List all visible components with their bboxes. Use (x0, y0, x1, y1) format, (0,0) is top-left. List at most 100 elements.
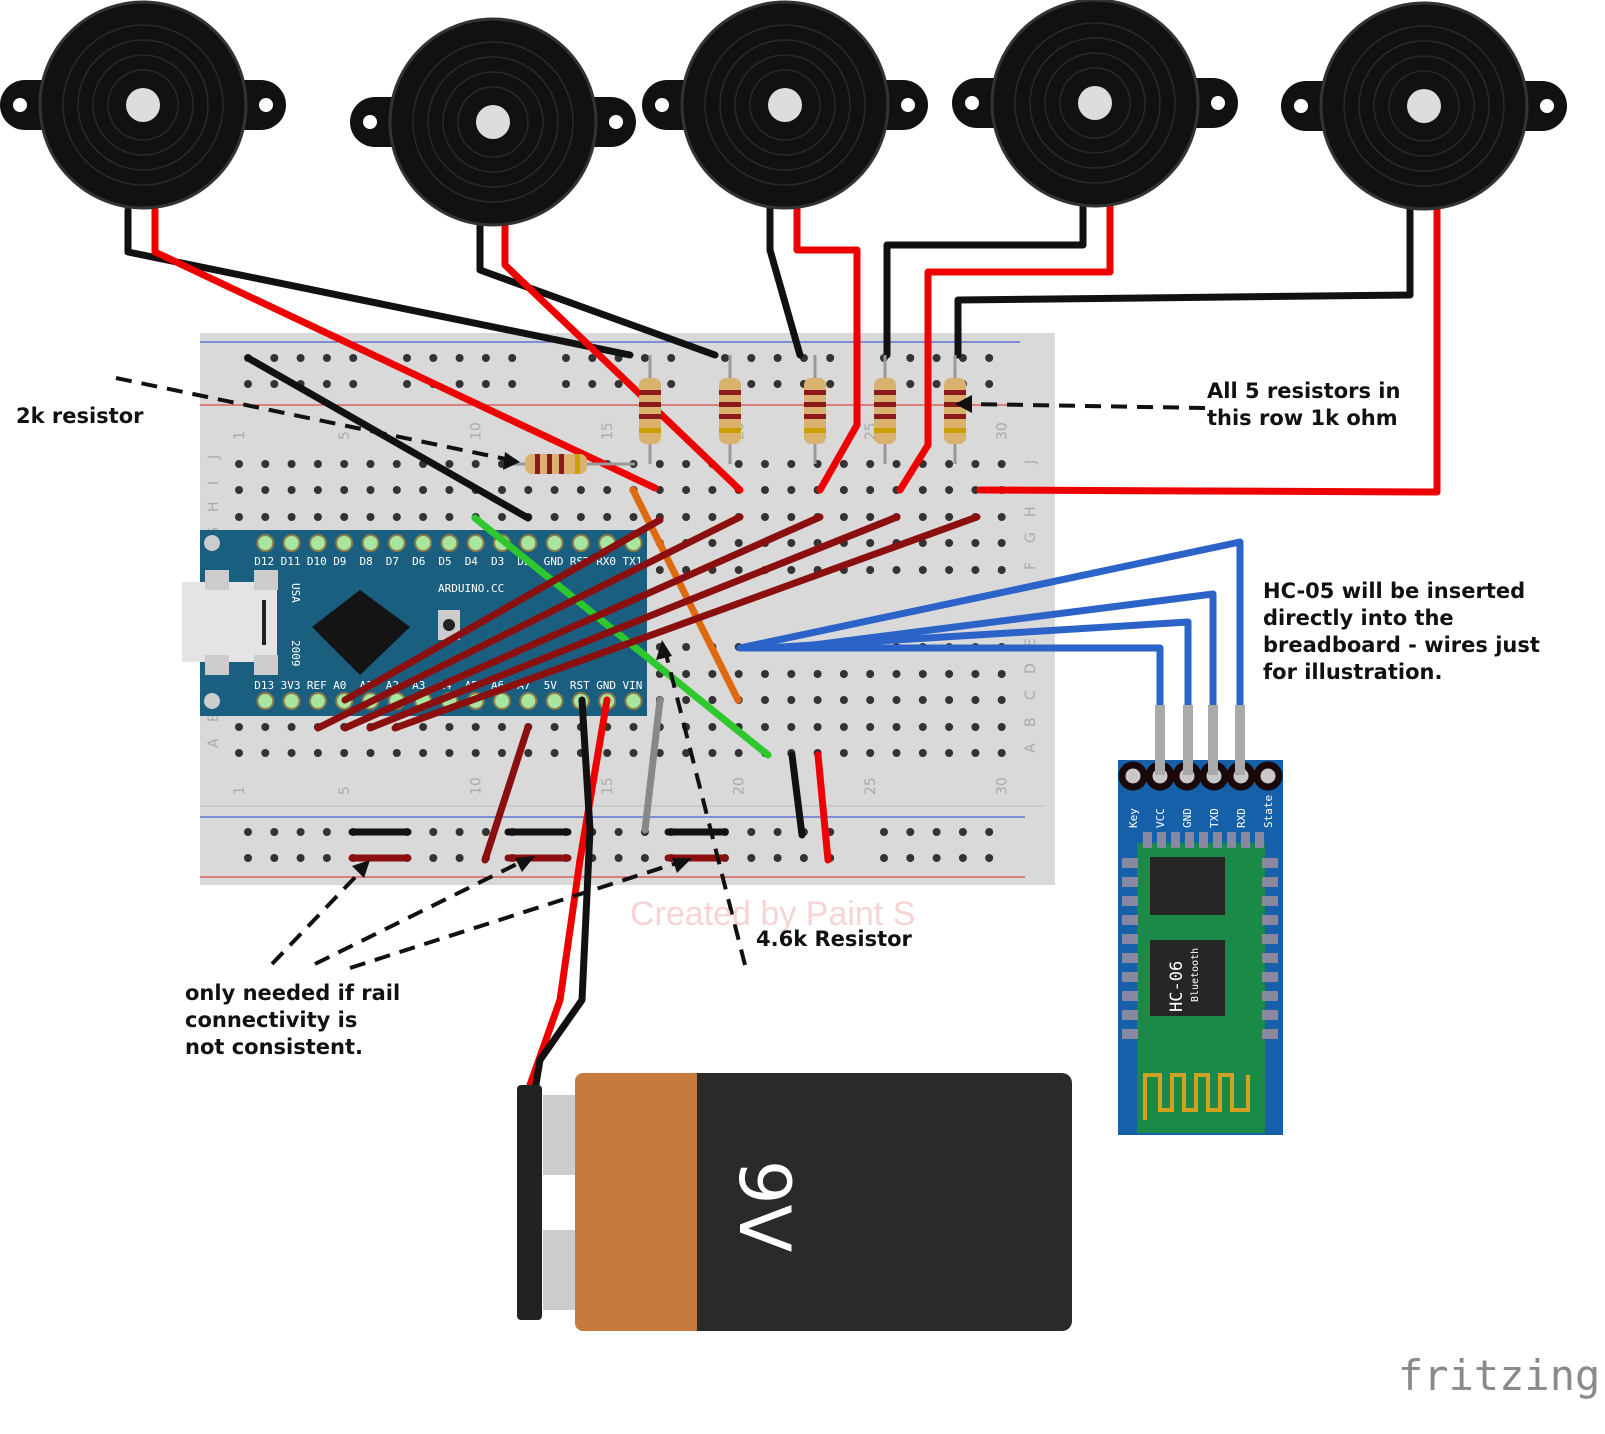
rail-hole[interactable] (455, 380, 464, 388)
breadboard-hole[interactable] (892, 696, 901, 704)
breadboard-hole[interactable] (734, 670, 743, 678)
breadboard-hole[interactable] (682, 696, 691, 704)
rail-hole[interactable] (667, 380, 676, 388)
breadboard-hole[interactable] (761, 460, 769, 468)
breadboard-hole[interactable] (866, 460, 875, 468)
breadboard-hole[interactable] (629, 513, 638, 521)
wire[interactable] (896, 196, 1114, 494)
breadboard-hole[interactable] (392, 486, 401, 494)
arduino-pin[interactable] (335, 534, 354, 552)
arduino-pin[interactable] (387, 534, 406, 552)
breadboard-hole[interactable] (839, 486, 848, 494)
rail-hole[interactable] (958, 828, 967, 836)
breadboard-hole[interactable] (498, 486, 506, 494)
breadboard-hole[interactable] (997, 539, 1006, 547)
breadboard-hole[interactable] (813, 670, 822, 678)
rail-hole[interactable] (880, 828, 888, 836)
breadboard-hole[interactable] (945, 566, 954, 574)
breadboard-hole[interactable] (655, 566, 664, 574)
breadboard-hole[interactable] (550, 513, 559, 521)
rail-hole[interactable] (614, 380, 623, 388)
breadboard-hole[interactable] (997, 513, 1006, 521)
rail-hole[interactable] (906, 828, 915, 836)
breadboard-hole[interactable] (708, 723, 717, 731)
breadboard-hole[interactable] (682, 460, 691, 468)
rail-hole[interactable] (932, 854, 941, 862)
breadboard-hole[interactable] (366, 486, 375, 494)
rail-hole[interactable] (508, 380, 517, 388)
breadboard-hole[interactable] (945, 749, 954, 757)
rail-hole[interactable] (481, 380, 490, 388)
wire[interactable] (314, 513, 744, 732)
breadboard-hole[interactable] (603, 486, 612, 494)
breadboard-hole[interactable] (839, 723, 848, 731)
breadboard-hole[interactable] (629, 723, 638, 731)
breadboard-hole[interactable] (445, 723, 454, 731)
breadboard-hole[interactable] (945, 460, 954, 468)
breadboard-hole[interactable] (287, 460, 296, 468)
rail-hole[interactable] (747, 354, 756, 362)
breadboard-hole[interactable] (682, 749, 691, 757)
breadboard-hole[interactable] (866, 670, 875, 678)
breadboard-hole[interactable] (813, 696, 822, 704)
breadboard-hole[interactable] (997, 460, 1006, 468)
breadboard-hole[interactable] (866, 566, 875, 574)
breadboard-hole[interactable] (866, 539, 875, 547)
rail-hole[interactable] (773, 354, 782, 362)
rail-hole[interactable] (826, 354, 835, 362)
arduino-pin[interactable] (361, 534, 380, 552)
rail-hole[interactable] (747, 380, 756, 388)
breadboard-hole[interactable] (445, 460, 454, 468)
breadboard-hole[interactable] (313, 460, 322, 468)
breadboard-hole[interactable] (945, 513, 954, 521)
breadboard-hole[interactable] (524, 749, 533, 757)
wire[interactable] (476, 221, 719, 359)
breadboard-hole[interactable] (629, 749, 638, 757)
resistor-1k[interactable] (639, 378, 661, 444)
breadboard-hole[interactable] (655, 460, 664, 468)
breadboard-hole[interactable] (366, 749, 375, 757)
hc05-pin[interactable] (1118, 761, 1148, 791)
breadboard-hole[interactable] (550, 486, 559, 494)
rail-hole[interactable] (349, 380, 358, 388)
arduino-pin[interactable] (545, 692, 564, 710)
breadboard-hole[interactable] (945, 539, 954, 547)
breadboard-hole[interactable] (708, 513, 717, 521)
rail-hole[interactable] (481, 828, 490, 836)
rail-hole[interactable] (958, 854, 967, 862)
rail-hole[interactable] (985, 354, 994, 362)
breadboard-hole[interactable] (866, 723, 875, 731)
breadboard-hole[interactable] (945, 670, 954, 678)
rail-hole[interactable] (296, 854, 305, 862)
breadboard-hole[interactable] (313, 749, 322, 757)
breadboard-hole[interactable] (997, 749, 1006, 757)
rail-hole[interactable] (403, 380, 411, 388)
breadboard-hole[interactable] (708, 696, 717, 704)
breadboard-hole[interactable] (971, 460, 980, 468)
breadboard-hole[interactable] (366, 460, 375, 468)
breadboard-hole[interactable] (445, 513, 454, 521)
breadboard-hole[interactable] (734, 749, 743, 757)
rail-hole[interactable] (906, 380, 915, 388)
rail-hole[interactable] (747, 828, 756, 836)
breadboard-hole[interactable] (918, 566, 927, 574)
breadboard-hole[interactable] (787, 460, 796, 468)
breadboard-hole[interactable] (839, 670, 848, 678)
arduino-pin[interactable] (493, 692, 511, 710)
rail-hole[interactable] (270, 854, 279, 862)
breadboard-hole[interactable] (340, 486, 349, 494)
wire[interactable] (788, 751, 806, 839)
rail-hole[interactable] (429, 854, 438, 862)
rail-hole[interactable] (799, 854, 808, 862)
arduino-pin[interactable] (308, 692, 327, 710)
wire[interactable] (736, 644, 1164, 709)
breadboard-hole[interactable] (866, 696, 875, 704)
wire[interactable] (766, 201, 804, 359)
rail-hole[interactable] (429, 828, 438, 836)
breadboard-hole[interactable] (313, 486, 322, 494)
arduino-pin[interactable] (519, 534, 538, 552)
breadboard-hole[interactable] (761, 486, 769, 494)
breadboard-hole[interactable] (708, 486, 717, 494)
breadboard-hole[interactable] (971, 539, 980, 547)
breadboard-hole[interactable] (366, 513, 375, 521)
